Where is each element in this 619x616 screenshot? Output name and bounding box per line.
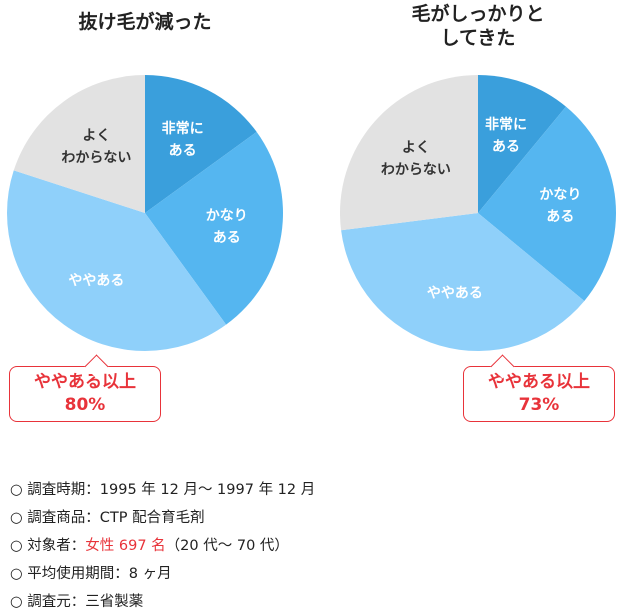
- callout-left-line2: 80%: [64, 395, 106, 415]
- pie-slice-right-4: [340, 75, 478, 231]
- chart-title-right-line2: してきた: [440, 27, 516, 49]
- slice-label-right-1: ある: [492, 139, 520, 155]
- slice-label-left-3: ややある: [68, 273, 124, 289]
- callout-left-line1: ややある以上: [34, 372, 136, 392]
- callout-right: ややある以上 73%: [463, 354, 615, 422]
- slice-label-right-1: 非常に: [485, 116, 527, 133]
- pie-slice-right-1: [478, 75, 566, 213]
- chart-title-right: 毛がしっかりと してきた: [353, 2, 603, 50]
- pie-slice-left-2: [145, 131, 283, 325]
- note-text: 平均使用期間：8 ヶ月: [27, 566, 172, 582]
- note-item: ○ 調査元：三省製薬: [10, 588, 315, 616]
- slice-label-right-4: よく: [402, 140, 430, 156]
- callout-right-line1: ややある以上: [488, 372, 590, 392]
- chart-title-left: 抜け毛が減った: [78, 11, 212, 33]
- callout-left: ややある以上 80%: [9, 354, 161, 422]
- note-text: 調査時期：1995 年 12 月～ 1997 年 12 月: [27, 482, 316, 498]
- chart-title-right-line1: 毛がしっかりと: [411, 3, 545, 25]
- pie-slice-left-1: [145, 75, 257, 213]
- slice-label-left-4: わからない: [61, 150, 131, 166]
- note-text: 調査商品：CTP 配合育毛剤: [27, 510, 205, 526]
- note-item: ○ 調査時期：1995 年 12 月～ 1997 年 12 月: [10, 476, 315, 504]
- bullet-circle-icon: ○: [10, 510, 23, 526]
- pie-slice-right-2: [478, 106, 616, 301]
- slice-label-right-2: ある: [546, 209, 574, 225]
- bullet-circle-icon: ○: [10, 566, 23, 582]
- bullet-circle-icon: ○: [10, 594, 23, 610]
- slice-label-right-2: かなり: [539, 187, 581, 203]
- pie-slice-left-3: [6, 170, 227, 352]
- note-text-prefix: 対象者：: [27, 538, 86, 554]
- callout-right-line2: 73%: [518, 395, 560, 415]
- slice-label-right-3: ややある: [427, 286, 483, 302]
- note-text-highlight: 女性 697 名: [85, 538, 166, 554]
- slice-label-left-1: ある: [169, 143, 197, 159]
- slice-label-left-2: かなり: [206, 208, 248, 224]
- pie-slice-right-3: [341, 213, 585, 352]
- slice-label-left-1: 非常に: [162, 120, 204, 137]
- slice-label-left-4: よく: [82, 128, 110, 144]
- pie-slice-left-4: [13, 75, 146, 213]
- note-item: ○ 調査商品：CTP 配合育毛剤: [10, 504, 315, 532]
- survey-notes: ○ 調査時期：1995 年 12 月～ 1997 年 12 月 ○ 調査商品：C…: [10, 476, 315, 616]
- note-item: ○ 平均使用期間：8 ヶ月: [10, 560, 315, 588]
- slice-label-right-4: わからない: [381, 162, 451, 178]
- note-text-suffix: （20 代～ 70 代）: [165, 538, 289, 554]
- bullet-circle-icon: ○: [10, 538, 23, 554]
- bullet-circle-icon: ○: [10, 482, 23, 498]
- note-item: ○ 対象者：女性 697 名（20 代～ 70 代）: [10, 532, 315, 560]
- slice-label-left-2: ある: [213, 230, 241, 246]
- note-text: 調査元：三省製薬: [27, 594, 144, 610]
